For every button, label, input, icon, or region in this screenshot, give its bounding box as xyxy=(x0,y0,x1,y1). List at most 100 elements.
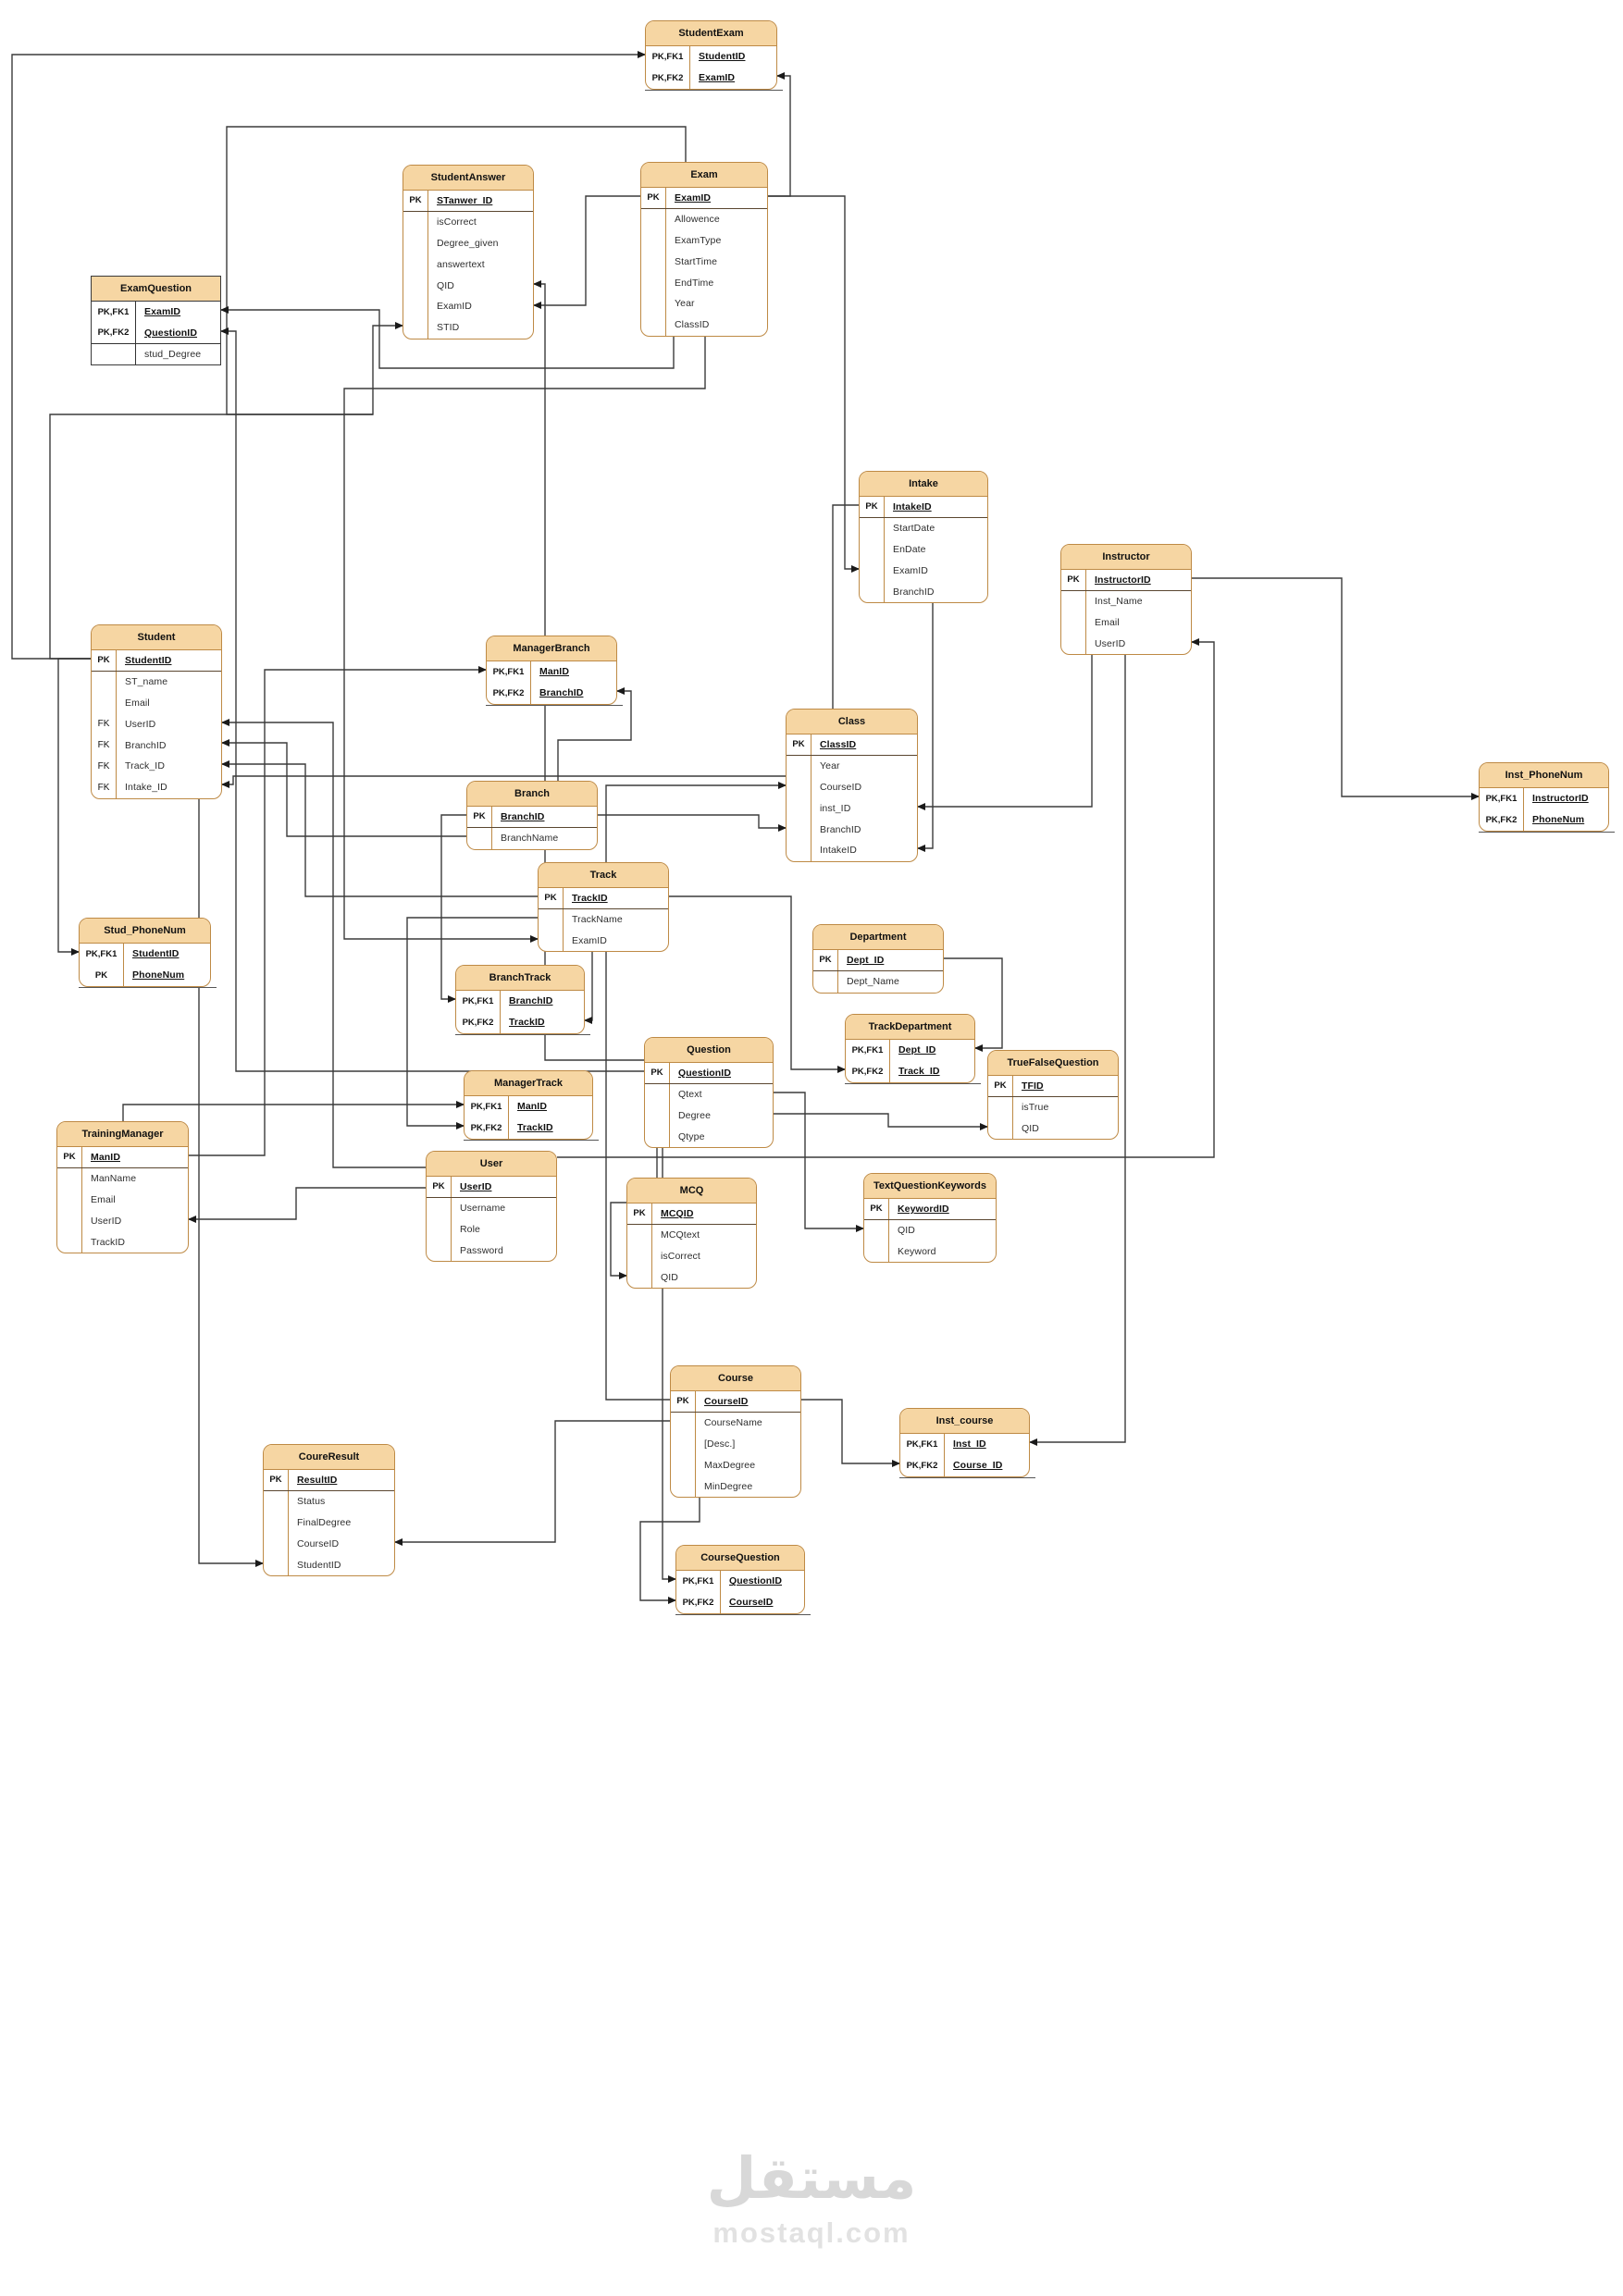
key-cell: PK xyxy=(57,1147,82,1167)
key-cell xyxy=(1061,633,1086,655)
field-cell: QID xyxy=(661,1271,678,1283)
key-cell xyxy=(92,692,117,714)
field-row: QID xyxy=(864,1219,996,1241)
key-cell xyxy=(641,251,666,273)
field-row: ExamID xyxy=(403,295,533,317)
field-cell: Track_ID xyxy=(898,1066,940,1078)
connector-exam-to-track-examid xyxy=(343,334,706,943)
field-cell: ExamType xyxy=(675,234,722,246)
field-row: Inst_Name xyxy=(1061,590,1191,612)
connector-exam-top-rail xyxy=(226,126,687,415)
connector-user-to-trainingmanager-userid xyxy=(188,1187,426,1223)
field-cell: MinDegree xyxy=(704,1480,753,1492)
watermark-arabic: مستقل xyxy=(706,2147,917,2211)
field-row: Dept_Name xyxy=(813,970,943,993)
entity-title: TrainingManager xyxy=(57,1122,188,1147)
field-row: inst_ID xyxy=(787,797,917,820)
key-cell xyxy=(627,1224,652,1246)
field-row: QID xyxy=(988,1117,1118,1140)
field-cell: KeywordID xyxy=(898,1203,949,1215)
field-cell: CourseName xyxy=(704,1417,762,1429)
field-cell: BranchID xyxy=(893,586,935,598)
field-cell: ManID xyxy=(91,1151,120,1163)
field-cell: QuestionID xyxy=(678,1067,732,1079)
field-row: ExamID xyxy=(860,560,987,582)
entity-title: Department xyxy=(813,925,943,950)
key-cell xyxy=(403,253,428,276)
field-cell: QuestionID xyxy=(729,1575,783,1587)
key-cell xyxy=(57,1189,82,1211)
connector-instructor-to-instphonenum-instructorid xyxy=(1192,577,1480,800)
key-cell xyxy=(787,776,812,798)
key-cell: PK,FK1 xyxy=(676,1571,721,1592)
key-cell: PK,FK1 xyxy=(846,1040,890,1061)
field-cell: [Desc.] xyxy=(704,1438,736,1450)
key-cell xyxy=(57,1210,82,1232)
field-cell: Dept_Name xyxy=(847,976,899,988)
field-cell: MCQID xyxy=(661,1207,694,1219)
field-cell: Status xyxy=(297,1496,326,1508)
field-row: Email xyxy=(57,1189,188,1211)
key-cell xyxy=(671,1433,696,1455)
field-cell: Year xyxy=(675,298,695,310)
entity-title: Intake xyxy=(860,472,987,497)
field-row: QID xyxy=(627,1266,756,1289)
field-row: CourseName xyxy=(671,1412,800,1434)
key-cell: FK xyxy=(92,755,117,777)
field-row: ExamType xyxy=(641,229,767,252)
key-cell: PK xyxy=(80,964,124,986)
key-cell: PK xyxy=(539,888,564,908)
entity-underline xyxy=(1479,831,1615,833)
connector-student-to-studphonenum-studentid xyxy=(57,658,91,956)
key-cell: PK,FK1 xyxy=(456,991,501,1012)
field-cell: TrackName xyxy=(572,914,623,926)
key-cell xyxy=(671,1412,696,1434)
key-cell xyxy=(427,1240,452,1262)
field-cell: Dept_ID xyxy=(847,954,885,966)
key-cell xyxy=(787,755,812,777)
key-cell: PK xyxy=(671,1391,696,1412)
key-cell: PK,FK2 xyxy=(646,67,690,89)
entity-title: TextQuestionKeywords xyxy=(864,1174,996,1199)
field-row: STID xyxy=(403,316,533,339)
field-cell: InstructorID xyxy=(1532,793,1589,805)
field-row: MCQtext xyxy=(627,1224,756,1246)
field-cell: ST_name xyxy=(125,676,168,688)
field-row: stud_Degree xyxy=(92,343,220,365)
key-cell: PK,FK2 xyxy=(465,1117,509,1139)
connector-instructor-to-class-instid xyxy=(917,652,1093,810)
key-cell xyxy=(645,1105,670,1127)
field-cell: UserID xyxy=(125,718,156,730)
field-row: BranchID xyxy=(787,819,917,840)
field-cell: BranchID xyxy=(509,995,553,1007)
key-cell xyxy=(645,1126,670,1148)
field-row: CourseID xyxy=(787,776,917,798)
entity-title: Course xyxy=(671,1366,800,1391)
field-cell: TrackID xyxy=(91,1236,126,1248)
key-cell xyxy=(403,232,428,254)
entity-underline xyxy=(675,1613,811,1615)
entity-underline xyxy=(79,986,217,988)
entity-title: StudentExam xyxy=(646,21,776,46)
field-cell: BranchID xyxy=(125,739,167,751)
field-cell: IntakeID xyxy=(893,500,932,512)
key-cell: PK xyxy=(860,497,885,517)
entity-underline xyxy=(845,1082,981,1084)
connector-student-to-studentanswer-stid xyxy=(49,322,403,660)
connector-exam-to-intake-examid xyxy=(768,195,860,573)
key-cell xyxy=(1061,611,1086,634)
